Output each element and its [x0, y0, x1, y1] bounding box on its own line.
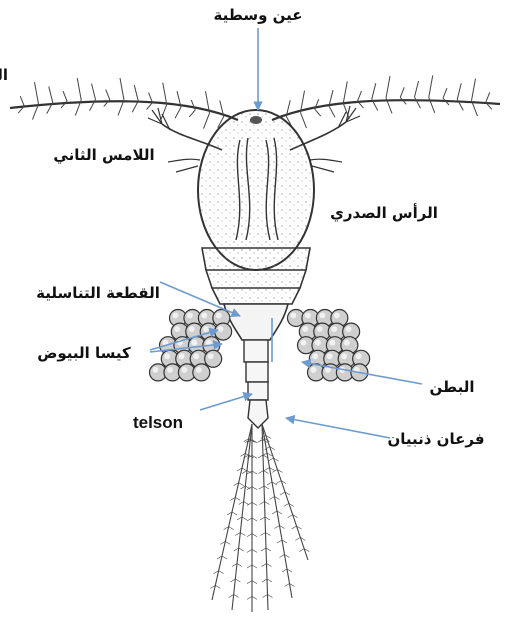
abdomen-segment-3 [248, 382, 268, 400]
label-caudal-rami: فرعان ذنبيان [387, 430, 484, 448]
label-cephalothorax: الرأس الصدري [330, 203, 438, 223]
label-antenna-1: اللامس الأ [0, 66, 8, 84]
median-eye-shape [250, 116, 262, 124]
genital-segment-shape [224, 304, 288, 340]
label-median-eye: عين وسطية [214, 6, 303, 24]
label-genital-segment: القطعة التناسلية [36, 284, 160, 302]
cephalothorax-shape [198, 110, 314, 270]
telson-shape [248, 400, 268, 428]
thoracic-segments [202, 248, 310, 304]
abdomen-segment-2 [246, 362, 268, 382]
abdomen-segment-1 [244, 340, 268, 362]
copepod-body [198, 110, 314, 428]
caudal-setae [210, 424, 309, 612]
egg-sac-left [150, 310, 232, 381]
label-antenna-2: اللامس الثاني [53, 146, 154, 164]
label-egg-sacs: كيسا البيوض [37, 344, 131, 362]
egg-sac-right [288, 310, 370, 381]
label-telson: telson [133, 413, 183, 432]
label-abdomen: البطن [429, 378, 474, 396]
